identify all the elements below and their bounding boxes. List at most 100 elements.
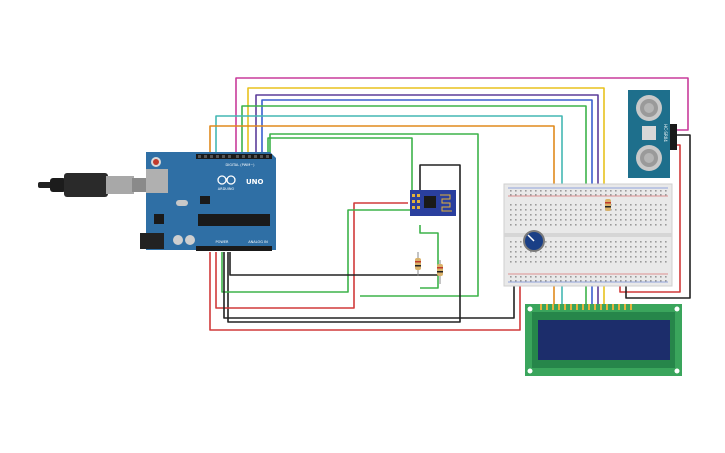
breadboard-hole	[615, 241, 617, 243]
breadboard-hole	[620, 256, 622, 258]
breadboard-hole	[590, 280, 592, 282]
breadboard-hole	[585, 261, 587, 263]
breadboard-hole	[635, 190, 637, 192]
wire-green-esp-tx[interactable]	[221, 209, 410, 293]
breadboard-hole	[520, 209, 522, 211]
breadboard-hole	[605, 246, 607, 248]
breadboard-hole	[550, 209, 552, 211]
breadboard-hole	[620, 209, 622, 211]
potentiometer[interactable]	[523, 230, 545, 252]
breadboard-hole	[550, 214, 552, 216]
breadboard-hole	[550, 204, 552, 206]
breadboard-hole	[520, 256, 522, 258]
capacitor	[173, 235, 183, 245]
wire-red-esp-vcc[interactable]	[215, 202, 408, 309]
wire-red-breadboard-power[interactable]	[209, 252, 521, 331]
breadboard-hole	[645, 190, 647, 192]
breadboard-hole	[565, 214, 567, 216]
resistor-2[interactable]	[437, 260, 443, 284]
breadboard-hole	[635, 224, 637, 226]
breadboard-hole	[640, 261, 642, 263]
breadboard-hole	[520, 246, 522, 248]
lcd-display[interactable]	[525, 304, 682, 376]
breadboard-hole	[615, 190, 617, 192]
breadboard-hole	[655, 204, 657, 206]
breadboard-hole	[530, 256, 532, 258]
breadboard-hole	[640, 256, 642, 258]
breadboard-hole	[555, 194, 557, 196]
wire-red-ultrasonic[interactable]	[619, 144, 681, 293]
breadboard-hole	[510, 194, 512, 196]
breadboard-hole	[585, 276, 587, 278]
breadboard-hole	[660, 219, 662, 221]
wire-green-resistor[interactable]	[419, 225, 439, 289]
resistor-3[interactable]	[605, 199, 611, 211]
breadboard-hole	[550, 276, 552, 278]
breadboard-hole	[520, 261, 522, 263]
breadboard-hole	[520, 224, 522, 226]
resistor-1[interactable]	[415, 252, 421, 276]
lcd-screen	[538, 320, 670, 360]
breadboard-hole	[555, 280, 557, 282]
breadboard-hole	[525, 276, 527, 278]
breadboard-hole	[580, 194, 582, 196]
breadboard-hole	[610, 241, 612, 243]
wire-black-breadboard-gnd[interactable]	[223, 252, 515, 319]
breadboard-hole	[625, 204, 627, 206]
breadboard-hole	[565, 246, 567, 248]
breadboard-hole	[510, 256, 512, 258]
breadboard-hole	[570, 209, 572, 211]
breadboard-hole	[655, 219, 657, 221]
breadboard-hole	[560, 246, 562, 248]
wire-black-esp-gnd[interactable]	[227, 164, 461, 323]
breadboard-hole	[655, 194, 657, 196]
arduino-uno-board[interactable]: DIGITAL (PWM~) UNO ARDUINO POWER ANALOG …	[140, 152, 276, 251]
arduino-logo-icon	[217, 175, 236, 185]
breadboard-hole	[555, 214, 557, 216]
breadboard-hole	[600, 256, 602, 258]
breadboard-hole	[625, 280, 627, 282]
breadboard-hole	[620, 224, 622, 226]
esp8266-wifi-module[interactable]	[410, 190, 456, 216]
breadboard-hole	[590, 204, 592, 206]
breadboard-hole	[625, 209, 627, 211]
breadboard-hole	[605, 280, 607, 282]
breadboard-hole	[520, 204, 522, 206]
breadboard-hole	[595, 209, 597, 211]
breadboard-hole	[640, 214, 642, 216]
breadboard-hole	[580, 224, 582, 226]
wire-magenta-ultrasonic-vcc[interactable]	[235, 77, 689, 155]
breadboard-hole	[645, 256, 647, 258]
breadboard-hole	[555, 276, 557, 278]
breadboard-hole	[510, 204, 512, 206]
power-analog-header	[196, 246, 272, 251]
wire-black-resistor[interactable]	[229, 252, 440, 276]
breadboard-hole	[660, 224, 662, 226]
breadboard-hole	[565, 251, 567, 253]
breadboard-hole	[530, 276, 532, 278]
breadboard-hole	[615, 261, 617, 263]
breadboard-hole	[525, 214, 527, 216]
breadboard-hole	[570, 224, 572, 226]
breadboard-hole	[610, 224, 612, 226]
breadboard-hole	[575, 251, 577, 253]
breadboard-hole	[650, 276, 652, 278]
breadboard-hole	[590, 276, 592, 278]
breadboard-hole	[645, 280, 647, 282]
breadboard-hole	[635, 276, 637, 278]
ultrasonic-sensor[interactable]: HC-SR04	[628, 90, 677, 178]
breadboard-hole	[535, 214, 537, 216]
breadboard-hole	[600, 194, 602, 196]
wire-black-ultrasonic[interactable]	[625, 134, 691, 299]
wire-green-esp2[interactable]	[267, 137, 413, 195]
breadboard-hole	[565, 219, 567, 221]
breadboard-hole	[535, 276, 537, 278]
breadboard-hole	[565, 261, 567, 263]
breadboard-hole	[640, 246, 642, 248]
breadboard-hole	[560, 280, 562, 282]
breadboard-hole	[625, 190, 627, 192]
breadboard-hole	[555, 204, 557, 206]
wire-green-esp[interactable]	[269, 133, 479, 297]
breadboard-hole	[655, 246, 657, 248]
breadboard-hole	[580, 280, 582, 282]
